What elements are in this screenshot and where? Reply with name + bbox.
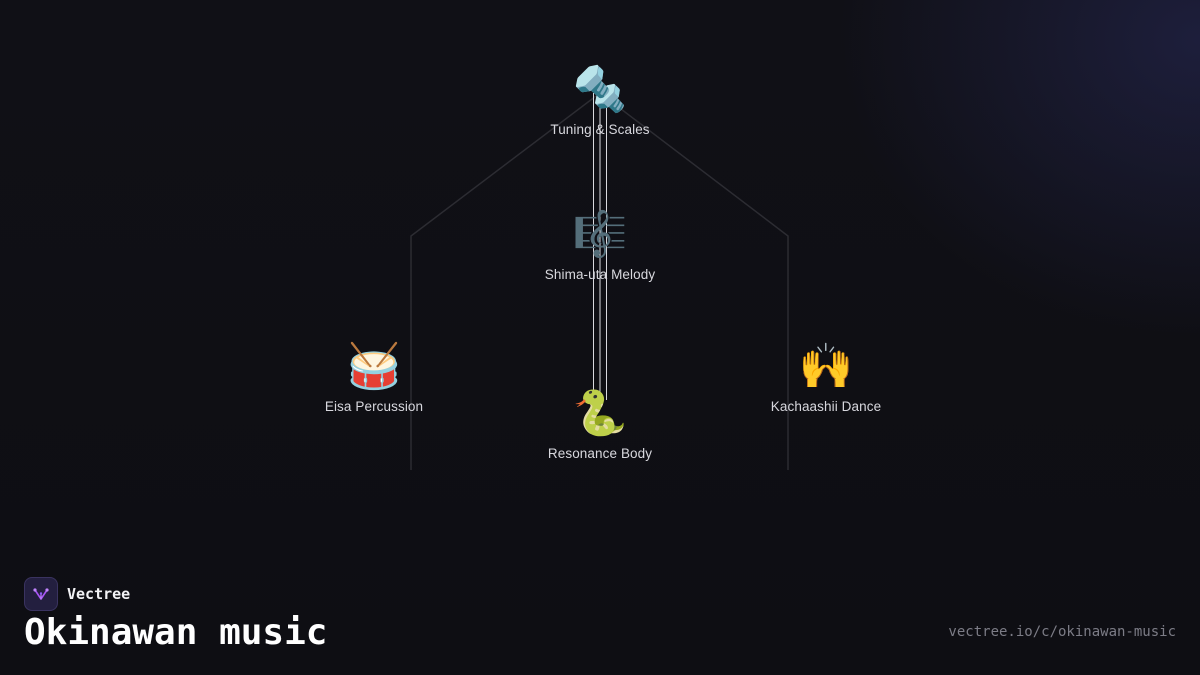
brand: Vectree <box>24 577 130 611</box>
node-label: Shima-uta Melody <box>544 267 656 282</box>
node-kachaashii-dance[interactable]: 🙌 Kachaashii Dance <box>736 341 916 414</box>
node-shima-uta-melody[interactable]: 🎼 Shima-uta Melody <box>510 209 690 282</box>
snake-icon: 🐍 <box>572 388 628 439</box>
nut-and-bolt-icon: 🔩 <box>572 64 628 115</box>
raising-hands-icon: 🙌 <box>798 341 854 392</box>
node-label: Tuning & Scales <box>550 122 650 137</box>
node-label: Eisa Percussion <box>324 399 424 414</box>
node-label: Kachaashii Dance <box>770 399 882 414</box>
node-resonance-body[interactable]: 🐍 Resonance Body <box>510 388 690 461</box>
page-url[interactable]: vectree.io/c/okinawan-music <box>948 624 1176 640</box>
page-title: Okinawan music <box>24 612 328 653</box>
connector-right <box>599 92 789 470</box>
node-eisa-percussion[interactable]: 🥁 Eisa Percussion <box>284 341 464 414</box>
connector-left <box>410 92 601 470</box>
vectree-logo-icon <box>24 577 58 611</box>
node-label: Resonance Body <box>547 446 653 461</box>
drum-icon: 🥁 <box>346 341 402 392</box>
brand-name: Vectree <box>67 585 131 603</box>
musical-score-icon: 🎼 <box>572 209 628 260</box>
node-tuning-scales[interactable]: 🔩 Tuning & Scales <box>510 64 690 137</box>
